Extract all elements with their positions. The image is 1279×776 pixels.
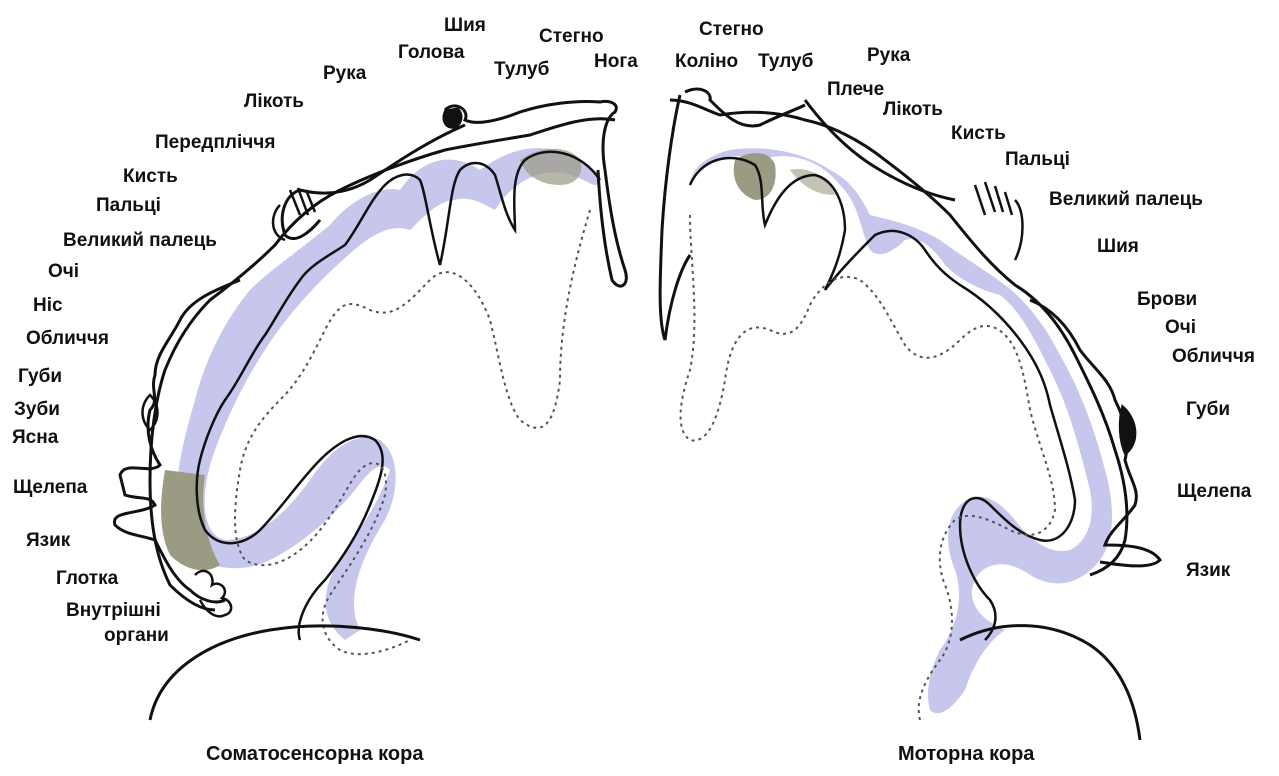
- label-jaw-right: Щелепа: [1177, 482, 1251, 501]
- label-tongue-left: Язик: [26, 531, 70, 550]
- somatosensory-grey-matter: [176, 148, 600, 640]
- label-thumb-left: Великий палець: [63, 231, 217, 250]
- label-jaw-left: Щелепа: [13, 478, 87, 497]
- label-fingers-left: Пальці: [96, 196, 161, 215]
- label-viscera-line2: органи: [104, 626, 169, 645]
- motor-medial-edge: [660, 95, 690, 340]
- motor-homunculus-hand: [975, 182, 1023, 260]
- label-lips-right: Губи: [1186, 400, 1230, 419]
- label-head-left: Голова: [398, 43, 464, 62]
- label-fingers-right: Пальці: [1005, 150, 1070, 169]
- label-face-right: Обличчя: [1172, 347, 1255, 366]
- label-hip-left: Стегно: [539, 27, 604, 46]
- label-elbow-left: Лікоть: [244, 92, 304, 111]
- label-thumb-right: Великий палець: [1049, 190, 1203, 209]
- motor-cortex: [660, 89, 1160, 740]
- label-forearm-left: Передпліччя: [155, 133, 275, 152]
- label-hand-right: Кисть: [951, 124, 1006, 143]
- label-neck-right: Шия: [1097, 237, 1139, 256]
- label-eyes-right: Очі: [1165, 318, 1196, 337]
- label-teeth-left: Зуби: [14, 400, 60, 419]
- label-tongue-right: Язик: [1186, 561, 1230, 580]
- label-trunk-left: Тулуб: [494, 60, 549, 79]
- label-brows-right: Брови: [1137, 290, 1197, 309]
- label-arm-right: Рука: [867, 46, 910, 65]
- label-nose-left: Ніс: [33, 296, 63, 315]
- label-gums-left: Ясна: [12, 428, 58, 447]
- motor-homunculus-lips: [1119, 405, 1136, 455]
- caption-motor-cortex: Моторна кора: [898, 744, 1034, 764]
- label-face-left: Обличчя: [26, 329, 109, 348]
- caption-somatosensory-cortex: Соматосенсорна кора: [206, 744, 423, 764]
- label-trunk-right: Тулуб: [758, 52, 813, 71]
- label-neck-left: Шия: [444, 16, 486, 35]
- label-hand-left: Кисть: [123, 167, 178, 186]
- label-knee-right: Коліно: [675, 52, 738, 71]
- label-leg-left: Нога: [594, 52, 638, 71]
- label-viscera-line1: Внутрішні: [66, 601, 161, 620]
- label-lips-left: Губи: [18, 367, 62, 386]
- label-arm-left: Рука: [323, 64, 366, 83]
- label-shoulder-right: Плече: [827, 80, 884, 99]
- label-elbow-right: Лікоть: [883, 100, 943, 119]
- somatosensory-homunculus-head: [443, 108, 462, 128]
- somatosensory-base-curve: [150, 626, 420, 720]
- label-pharynx-left: Глотка: [56, 569, 118, 588]
- somatosensory-cortex: [114, 101, 626, 720]
- somatosensory-grey-matter-dark: [161, 470, 220, 570]
- label-eyes-left: Очі: [48, 262, 79, 281]
- label-hip-right: Стегно: [699, 20, 764, 39]
